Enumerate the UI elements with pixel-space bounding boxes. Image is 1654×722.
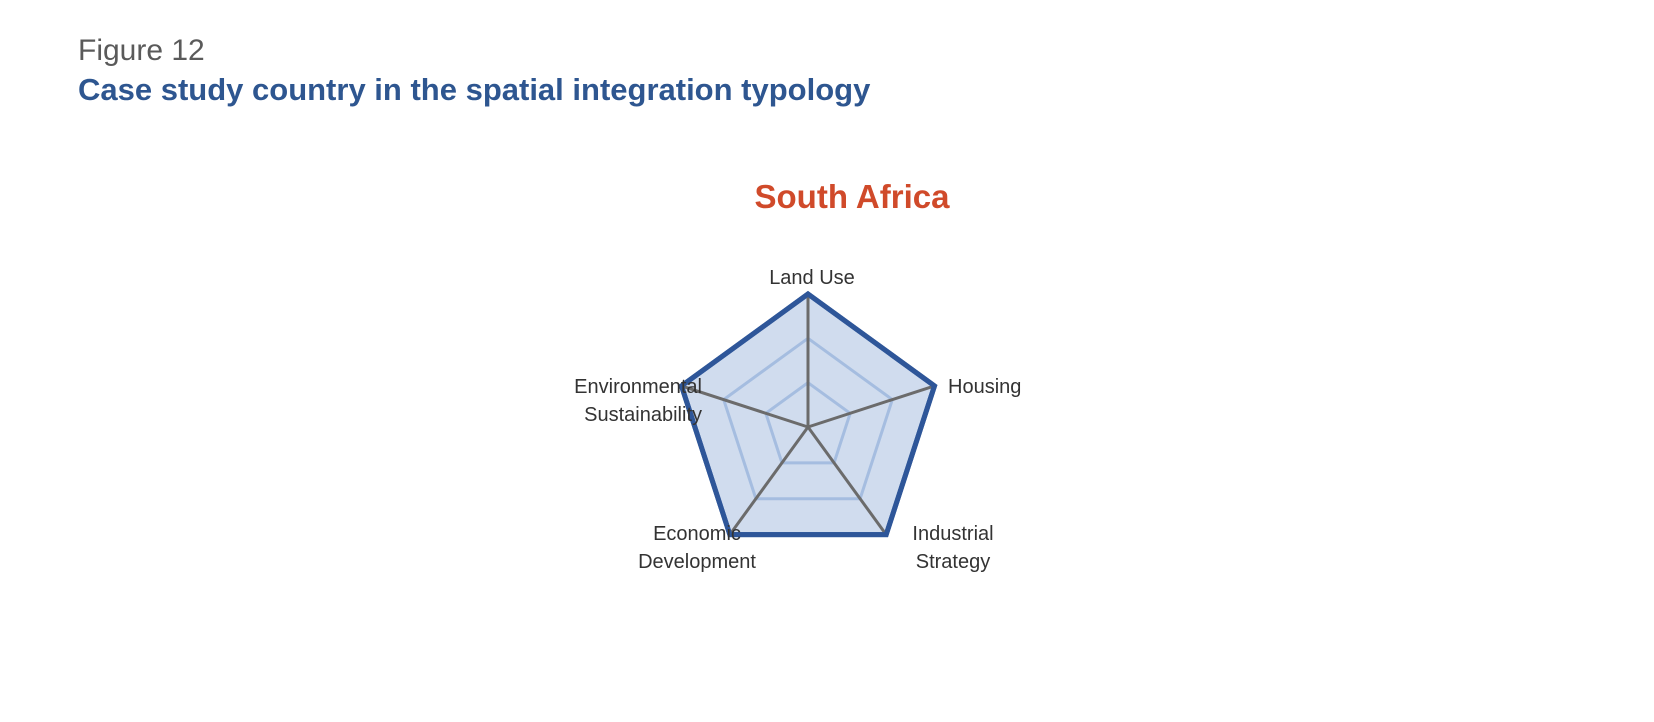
- axis-label-line: Housing: [948, 376, 1021, 398]
- axis-label-line: Economic: [653, 523, 741, 545]
- figure-title: Case study country in the spatial integr…: [78, 72, 871, 107]
- axis-label-line: Industrial: [912, 523, 993, 545]
- figure-label: Figure 12: [78, 34, 205, 67]
- axis-label-land-use: Land Use: [769, 267, 855, 289]
- radar-spokes: [678, 290, 938, 538]
- axis-label-housing: Housing: [948, 376, 1021, 398]
- axis-label-line: Strategy: [916, 551, 990, 573]
- axis-label-line: Development: [638, 551, 756, 573]
- spoke-2: [806, 426, 888, 536]
- radar-grid: [721, 336, 895, 501]
- grid-ring-1: [764, 380, 852, 465]
- spoke-1: [807, 384, 935, 429]
- axis-label-line: Sustainability: [584, 404, 702, 426]
- axis-label-line: Environmental: [574, 376, 702, 398]
- chart-title: South Africa: [754, 178, 950, 215]
- spoke-4: [681, 384, 809, 429]
- spoke-3: [728, 426, 810, 536]
- axis-label-line: Land Use: [769, 267, 855, 289]
- series-outline-0: [678, 290, 938, 538]
- grid-ring-2: [721, 336, 895, 501]
